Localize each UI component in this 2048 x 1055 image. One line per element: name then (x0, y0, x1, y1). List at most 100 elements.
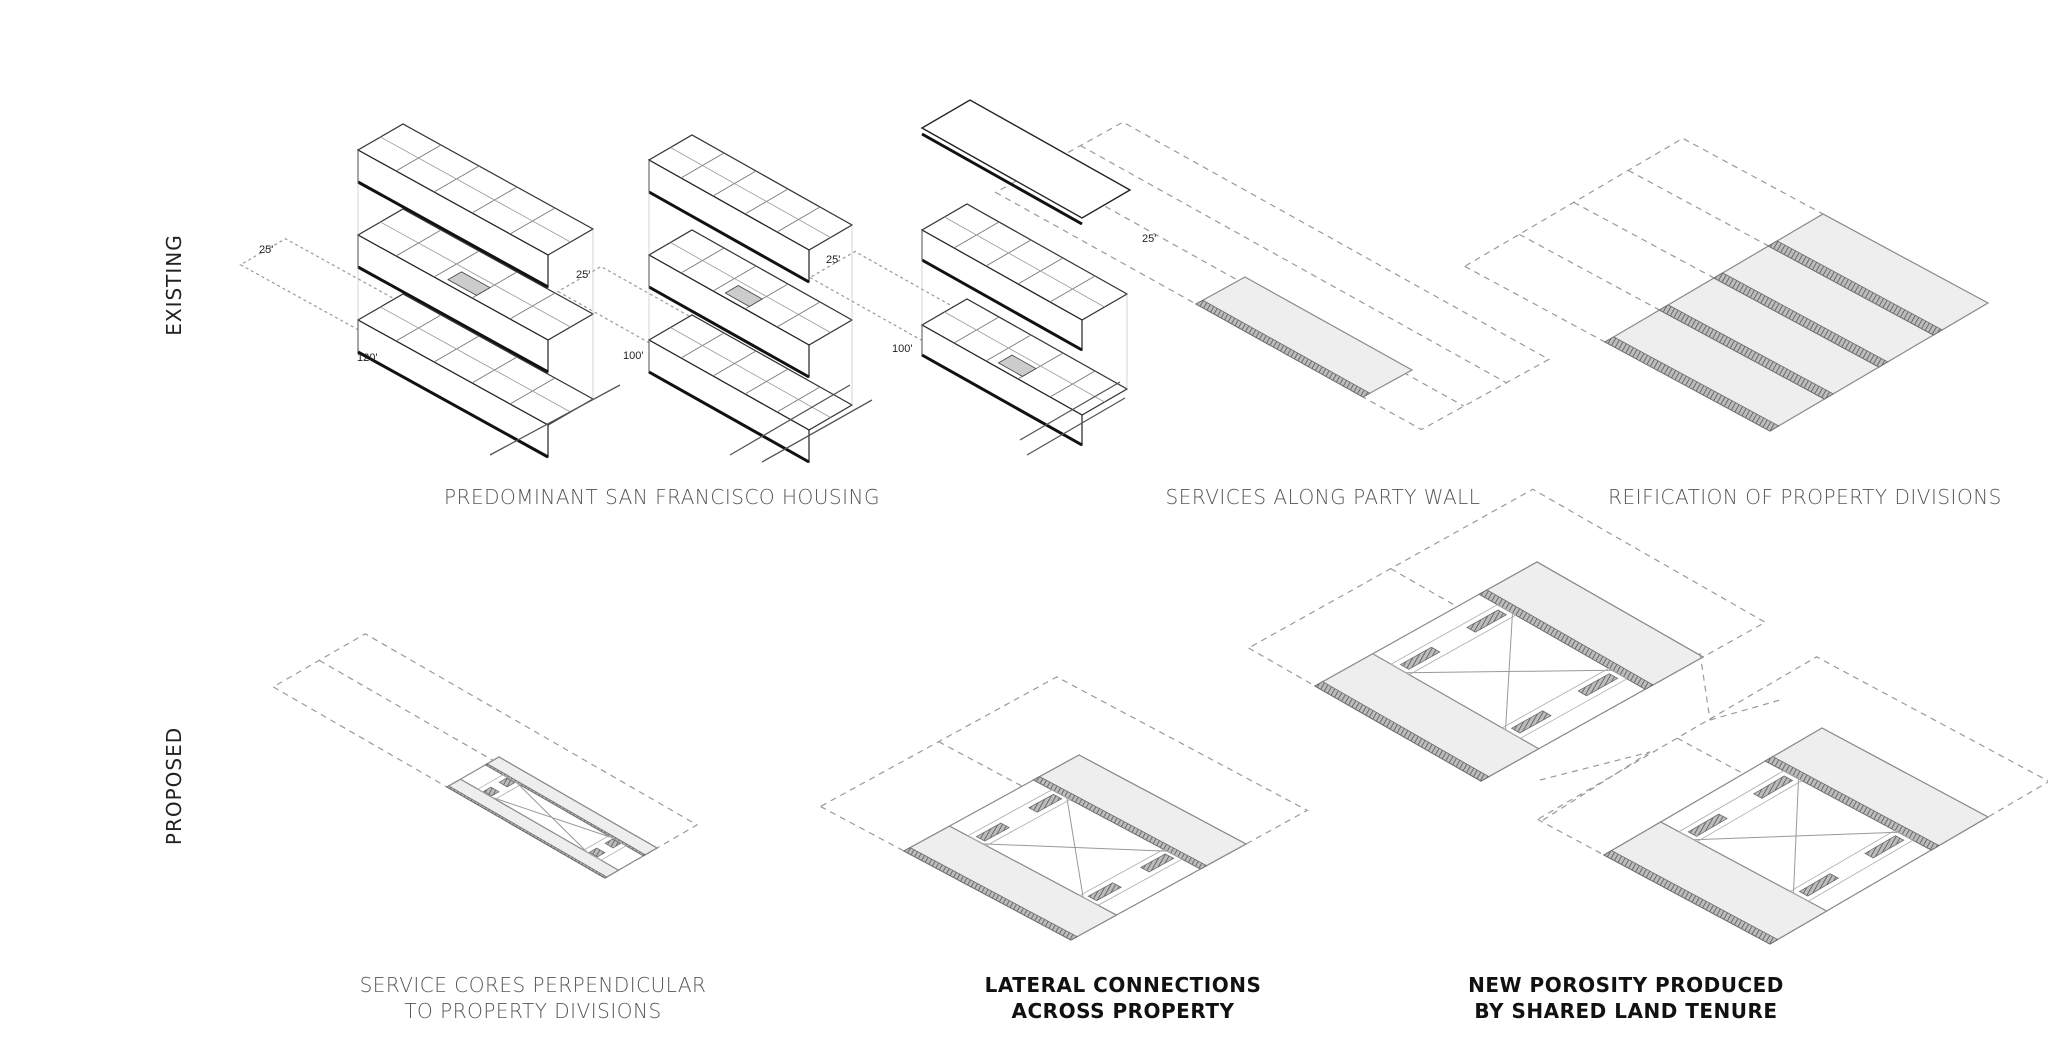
lot-boundary-dashed (1463, 137, 1828, 345)
caption-line: PREDOMINANT SAN FRANCISCO HOUSING (444, 485, 880, 509)
service-band-hatch (1658, 304, 1835, 400)
roof-edge (921, 132, 1083, 226)
dim-house3-depth: 100' (892, 343, 913, 355)
wall-base (648, 370, 810, 464)
service-band-hatch (446, 785, 608, 879)
caption-party-wall: SERVICES ALONG PARTY WALL (1166, 484, 1481, 510)
dim-house2-depth: 100' (623, 350, 644, 362)
row-label-proposed: PROPOSED (162, 726, 186, 846)
wall-base (648, 190, 810, 284)
service-band-hatch (1314, 681, 1490, 782)
interior-partition (380, 306, 571, 413)
dim-house2-width: 25' (576, 269, 591, 281)
service-band-hatch (903, 847, 1078, 941)
service-band-hatch (1032, 776, 1208, 870)
interior-partition (670, 242, 831, 333)
core-hatch (1087, 882, 1122, 902)
core-hatch (1798, 873, 1840, 897)
lot-division-dashed (1627, 169, 1773, 249)
dim-house1-depth: 120' (357, 352, 378, 364)
core-hatch (1139, 853, 1175, 873)
core-outline (967, 789, 1072, 847)
interior-partition (944, 311, 1105, 403)
core-outline (1678, 770, 1803, 843)
row-label-existing: EXISTING (162, 234, 186, 336)
core-hatch (1752, 775, 1794, 799)
core-hatch (975, 822, 1011, 842)
caption-line: LATERAL CONNECTIONS (984, 973, 1262, 997)
core-hatch (1864, 835, 1905, 859)
wall-base (921, 258, 1083, 352)
core-hatch (1577, 673, 1619, 697)
interior-partition (670, 327, 831, 418)
floor-level (920, 298, 1129, 447)
diagonal-connection (1505, 613, 1513, 730)
caption-line: BY SHARED LAND TENURE (1474, 999, 1778, 1023)
core-hatch (588, 847, 606, 858)
lot-boundary-dashed (1539, 751, 1651, 781)
floor-level (920, 203, 1129, 352)
dim-party-wall-width: 25' (1142, 233, 1157, 245)
street-edge (1019, 381, 1121, 441)
lot-boundary-dashed (239, 238, 544, 408)
caption-line: NEW POROSITY PRODUCED (1468, 973, 1784, 997)
house-1 (239, 123, 621, 459)
service-band-hatch (484, 763, 647, 857)
core-outline (1390, 604, 1517, 676)
core-hatch (498, 777, 516, 788)
lot-division-dashed (1518, 233, 1664, 313)
interior-partition (670, 147, 831, 238)
core-outline (1501, 667, 1628, 739)
caption-line: TO PROPERTY DIVISIONS (404, 999, 662, 1023)
caption-line: SERVICE CORES PERPENDICULAR (359, 973, 707, 997)
lot-division-dashed (1573, 201, 1718, 281)
core-hatch (1466, 609, 1508, 633)
wall-base (648, 285, 810, 379)
house-2 (556, 134, 873, 464)
interior-partition (944, 216, 1105, 308)
street-edge (489, 384, 621, 456)
interior-partition (380, 221, 571, 328)
core-outline (1789, 829, 1914, 902)
dim-house1-width: 25' (259, 244, 274, 256)
service-band-hatch (1764, 756, 1940, 851)
core-hatch (1399, 646, 1441, 670)
core-outline (477, 774, 522, 800)
party-wall-diagram (994, 121, 1551, 431)
caption-line: SERVICES ALONG PARTY WALL (1165, 485, 1481, 509)
wall-base (357, 350, 549, 459)
porosity-links (1539, 652, 1781, 823)
diagonal-connection (516, 782, 588, 853)
roof-plate (920, 99, 1132, 219)
lot-slab (1194, 276, 1414, 398)
caption-housing: PREDOMINANT SAN FRANCISCO HOUSING (444, 484, 880, 510)
wall-base (357, 180, 549, 289)
porosity-diagram-top (1247, 488, 1767, 782)
service-band-hatch (1603, 850, 1779, 945)
core-outline (1078, 848, 1183, 906)
lot-boundary-dashed (1536, 656, 2048, 945)
lot-boundary-dashed (1699, 652, 1711, 721)
core-outline (582, 835, 627, 861)
wall-base (357, 265, 549, 374)
service-cores-diagram (271, 633, 699, 879)
core-hatch (1510, 710, 1552, 734)
service-band-hatch (1767, 240, 1944, 336)
caption-line: REIFICATION OF PROPERTY DIVISIONS (1608, 485, 2002, 509)
porosity-diagram-bottom (1536, 656, 2048, 945)
stair-icon (997, 354, 1037, 377)
floor-level (647, 134, 854, 284)
service-band-hatch (1195, 299, 1371, 398)
lot-division-dashed (1080, 145, 1507, 384)
diagonal-connection (1066, 797, 1084, 898)
wall-base (921, 353, 1083, 447)
service-band-hatch (1478, 589, 1654, 690)
caption-line: ACROSS PROPERTY (1011, 999, 1235, 1023)
core-hatch (604, 838, 622, 849)
core-hatch (1028, 793, 1063, 813)
house-3-roof (920, 99, 1132, 226)
